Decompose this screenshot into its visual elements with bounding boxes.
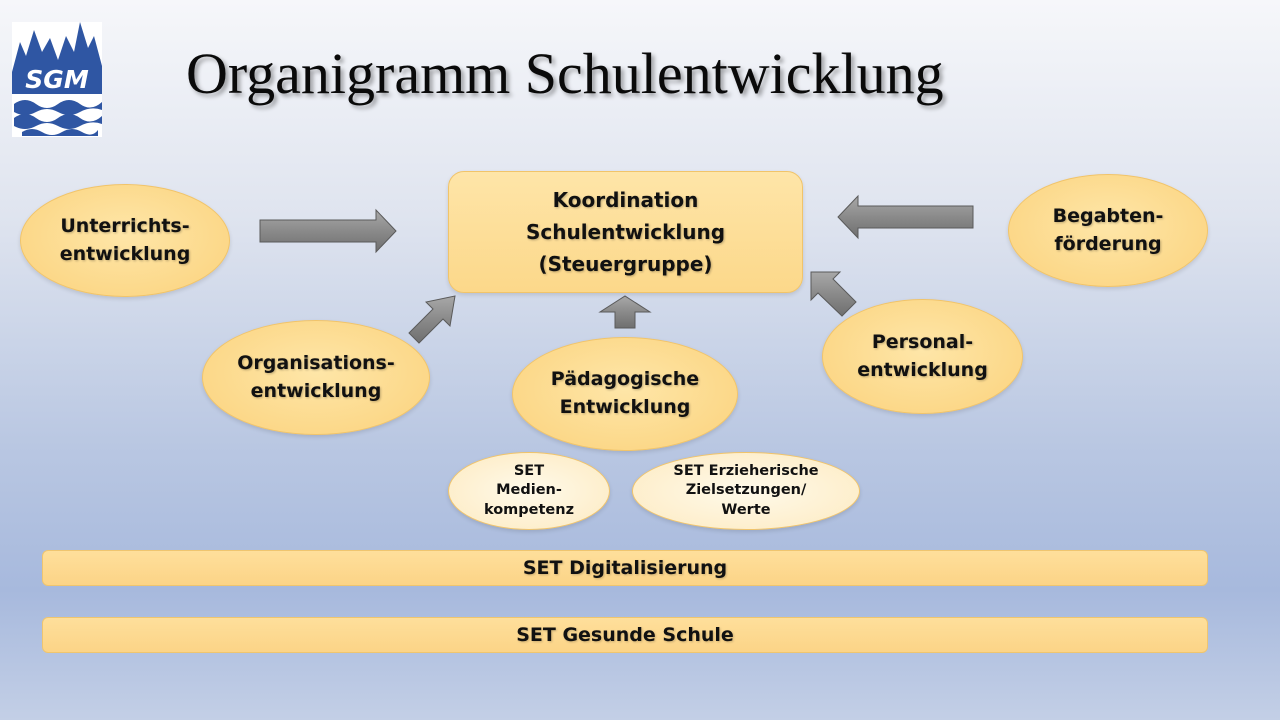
node-set-erzieherische-zielsetzungen: SET Erzieherische Zielsetzungen/ Werte <box>632 452 860 530</box>
arrow-right-icon <box>259 208 397 254</box>
school-logo: SGM <box>12 22 102 137</box>
arrow-diagonal-up-right-icon <box>408 295 456 344</box>
bar-set-gesunde-schule: SET Gesunde Schule <box>42 617 1208 653</box>
bar-set-digitalisierung: SET Digitalisierung <box>42 550 1208 586</box>
arrow-diagonal-up-left-icon <box>810 271 857 317</box>
node-begabtenfoerderung: Begabten- förderung <box>1008 174 1208 287</box>
node-unterrichtsentwicklung: Unterrichts- entwicklung <box>20 184 230 297</box>
page-title: Organigramm Schulentwicklung <box>186 41 944 106</box>
node-paedagogische-entwicklung: Pädagogische Entwicklung <box>512 337 738 451</box>
school-logo-icon: SGM <box>12 22 102 136</box>
node-organisationsentwicklung: Organisations- entwicklung <box>202 320 430 435</box>
node-personalentwicklung: Personal- entwicklung <box>822 299 1023 414</box>
node-set-medienkompetenz: SET Medien- kompetenz <box>448 452 610 530</box>
arrow-left-icon <box>837 194 974 240</box>
coordination-box: Koordination Schulentwicklung (Steuergru… <box>448 171 803 293</box>
svg-text:SGM: SGM <box>25 65 89 94</box>
arrow-up-icon <box>598 295 652 329</box>
